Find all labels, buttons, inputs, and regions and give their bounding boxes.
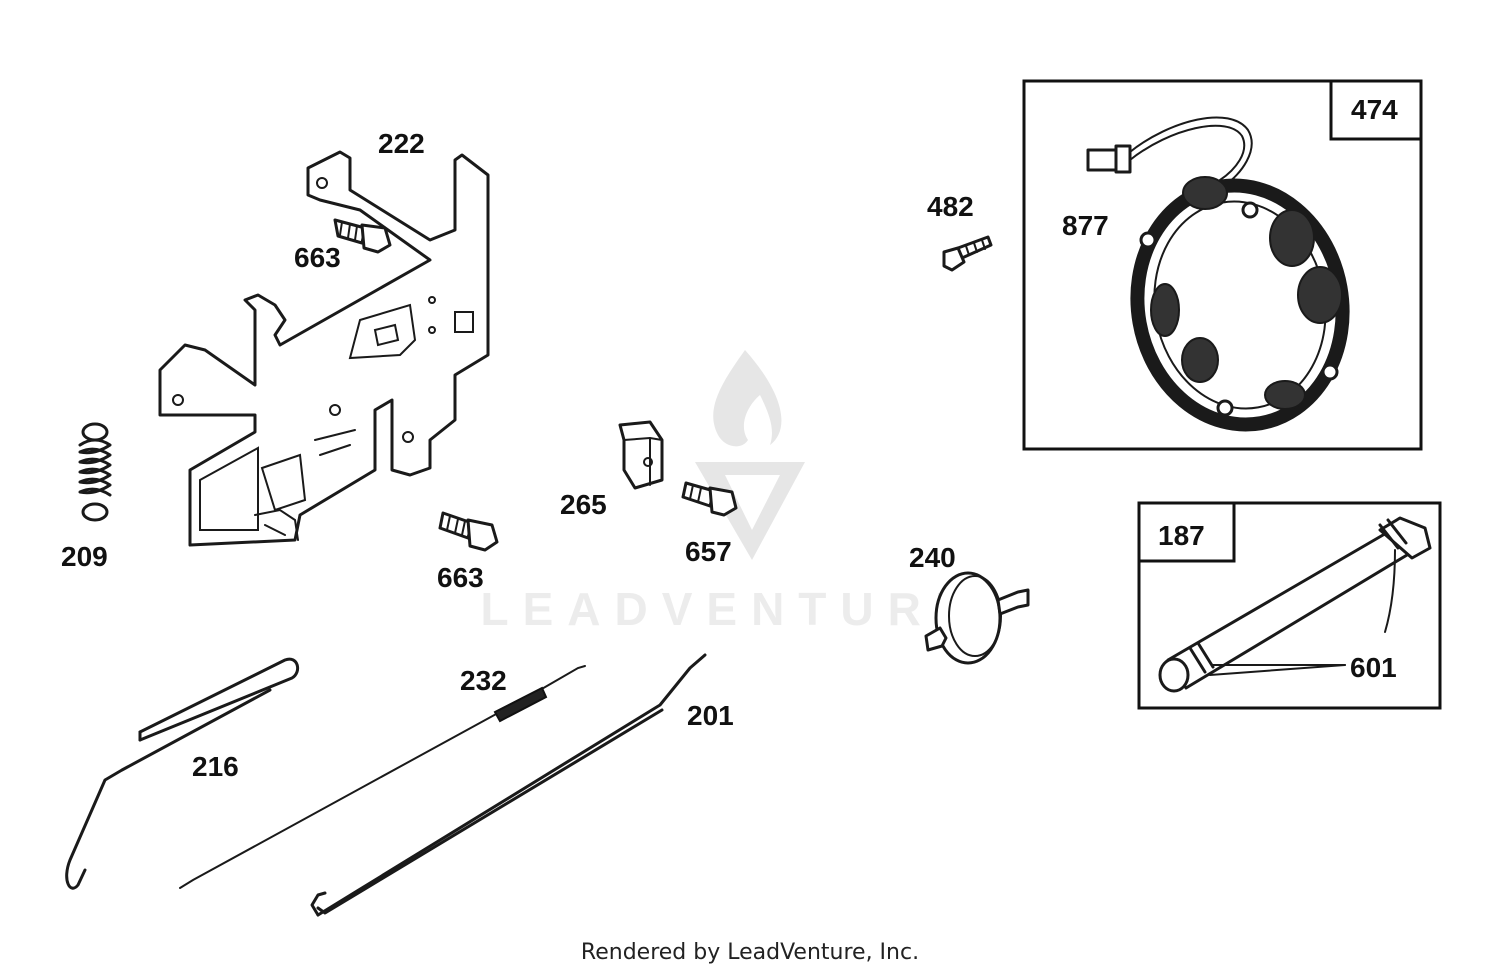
label-663-upper: 663 <box>294 242 341 273</box>
watermark-logo-icon <box>695 350 805 560</box>
rod-201-part <box>310 653 707 917</box>
label-201: 201 <box>687 700 734 731</box>
screw-663-lower-part <box>438 511 499 552</box>
clip-265-part <box>618 420 664 490</box>
label-187-box <box>1137 501 1236 563</box>
label-482: 482 <box>927 191 974 222</box>
label-474: 474 <box>1351 94 1398 125</box>
label-187: 187 <box>1158 520 1205 551</box>
fuel-line-187-box <box>1137 501 1442 710</box>
control-bracket-part <box>158 150 490 547</box>
label-209: 209 <box>61 541 108 572</box>
spring-209-part <box>78 422 112 522</box>
label-240: 240 <box>909 542 956 573</box>
link-232-part <box>179 665 586 889</box>
label-216: 216 <box>192 751 239 782</box>
label-663-lower: 663 <box>437 562 484 593</box>
label-601: 601 <box>1350 652 1397 683</box>
label-657: 657 <box>685 536 732 567</box>
screw-663-upper-part <box>333 218 392 254</box>
footer-credit: Rendered by LeadVenture, Inc. <box>580 940 920 965</box>
label-232: 232 <box>460 665 507 696</box>
fuel-line-hose-part <box>1158 516 1432 693</box>
alternator-474-box <box>1022 79 1423 451</box>
label-877: 877 <box>1062 210 1109 241</box>
screw-657-part <box>681 481 738 517</box>
screw-482-part <box>942 235 993 272</box>
watermark-text: LEADVENTURE <box>480 583 979 635</box>
label-265: 265 <box>560 489 607 520</box>
fuel-filter-240-part <box>924 571 1030 665</box>
alternator-877-part <box>1086 116 1350 432</box>
label-474-box <box>1329 79 1423 141</box>
label-222: 222 <box>378 128 425 159</box>
rod-216-part <box>65 657 300 890</box>
